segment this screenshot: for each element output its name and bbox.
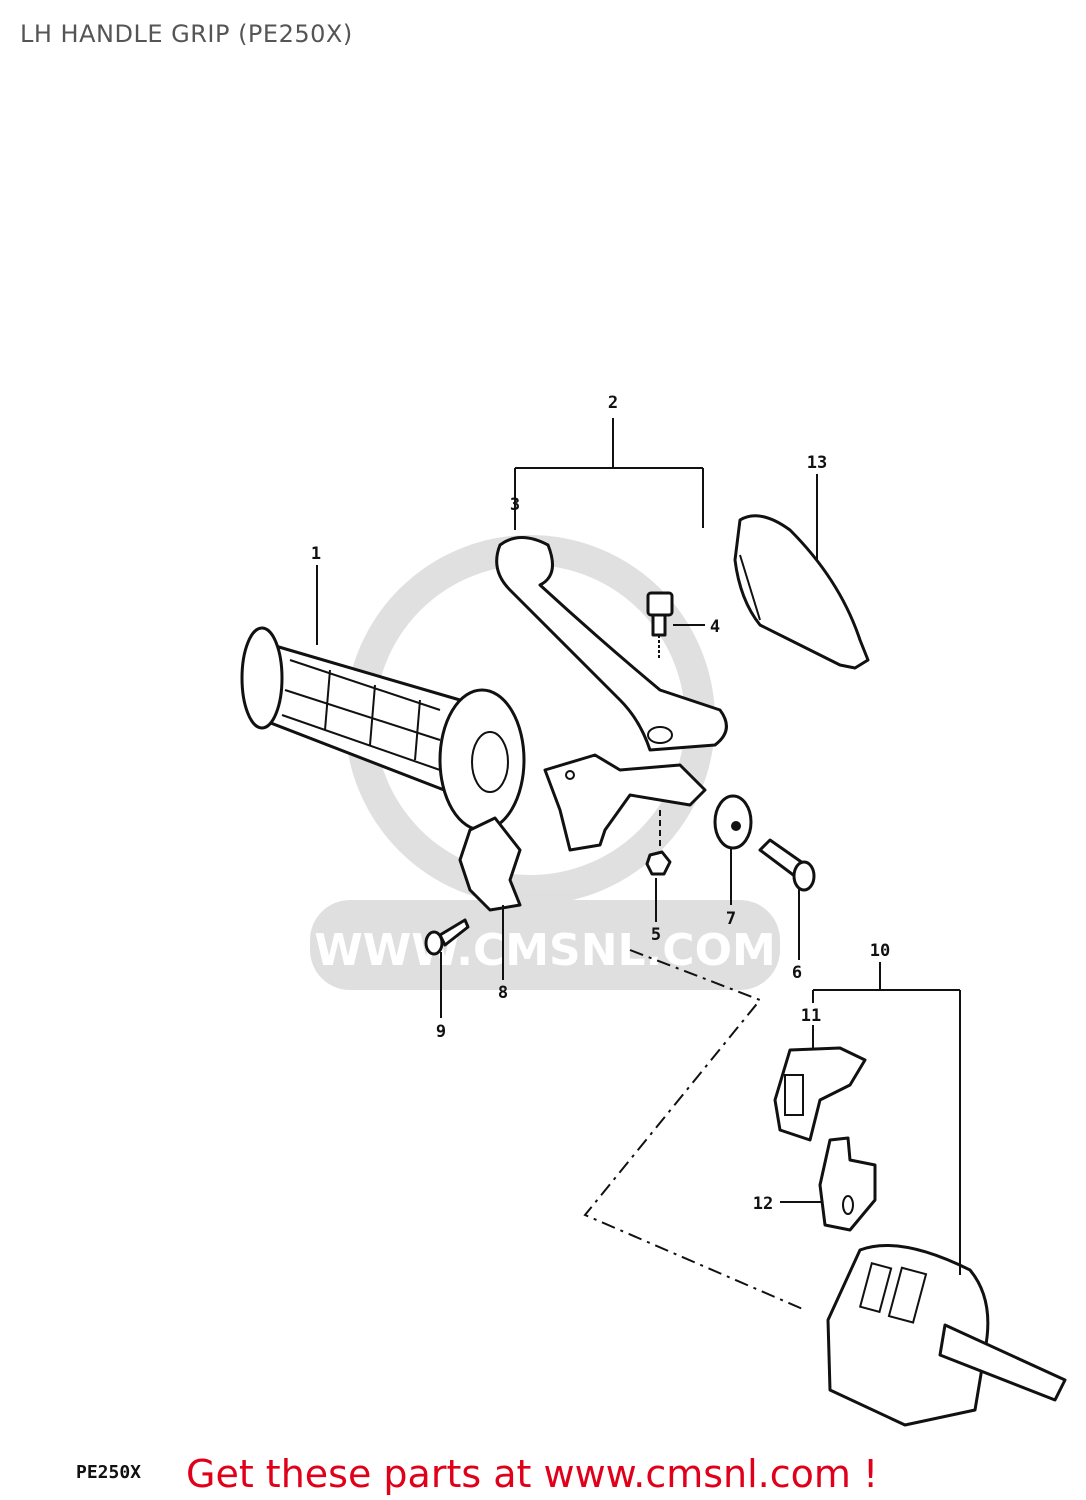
- promo-link[interactable]: Get these parts at www.cmsnl.com !: [186, 1452, 879, 1496]
- part-10-switch-assembly: [826, 1244, 1067, 1427]
- part-9-screw: [424, 918, 470, 956]
- callout-8: 8: [498, 983, 508, 1003]
- callout-5: 5: [651, 925, 661, 945]
- part-6-bolt: [758, 838, 816, 892]
- part-8-clamp: [458, 816, 522, 912]
- watermark-text: WWW.CMSNL.COM: [314, 925, 776, 976]
- part-1-grip: [240, 626, 526, 832]
- callout-10: 10: [870, 941, 890, 961]
- leader-lines: [316, 418, 961, 1275]
- callout-3: 3: [510, 495, 520, 515]
- callout-7: 7: [726, 909, 736, 929]
- callout-12: 12: [753, 1194, 773, 1214]
- part-4-bolt: [646, 591, 674, 660]
- callout-13: 13: [807, 453, 827, 473]
- callout-11: 11: [801, 1006, 821, 1026]
- part-11-switch-half: [773, 1046, 867, 1142]
- part-3-lever: [495, 536, 728, 752]
- part-13-cover: [733, 514, 870, 670]
- part-5-nut: [645, 850, 672, 876]
- callout-2: 2: [608, 393, 618, 413]
- callout-9: 9: [436, 1022, 446, 1042]
- part-2-holder: [543, 753, 707, 852]
- assembly-line: [583, 949, 806, 1311]
- callout-6: 6: [792, 963, 802, 983]
- callout-1: 1: [311, 544, 321, 564]
- part-7-washer: [713, 794, 753, 850]
- part-12-switch-piece: [818, 1136, 877, 1232]
- page-title: LH HANDLE GRIP (PE250X): [20, 20, 353, 48]
- callout-4: 4: [710, 617, 720, 637]
- model-code: PE250X: [76, 1462, 142, 1483]
